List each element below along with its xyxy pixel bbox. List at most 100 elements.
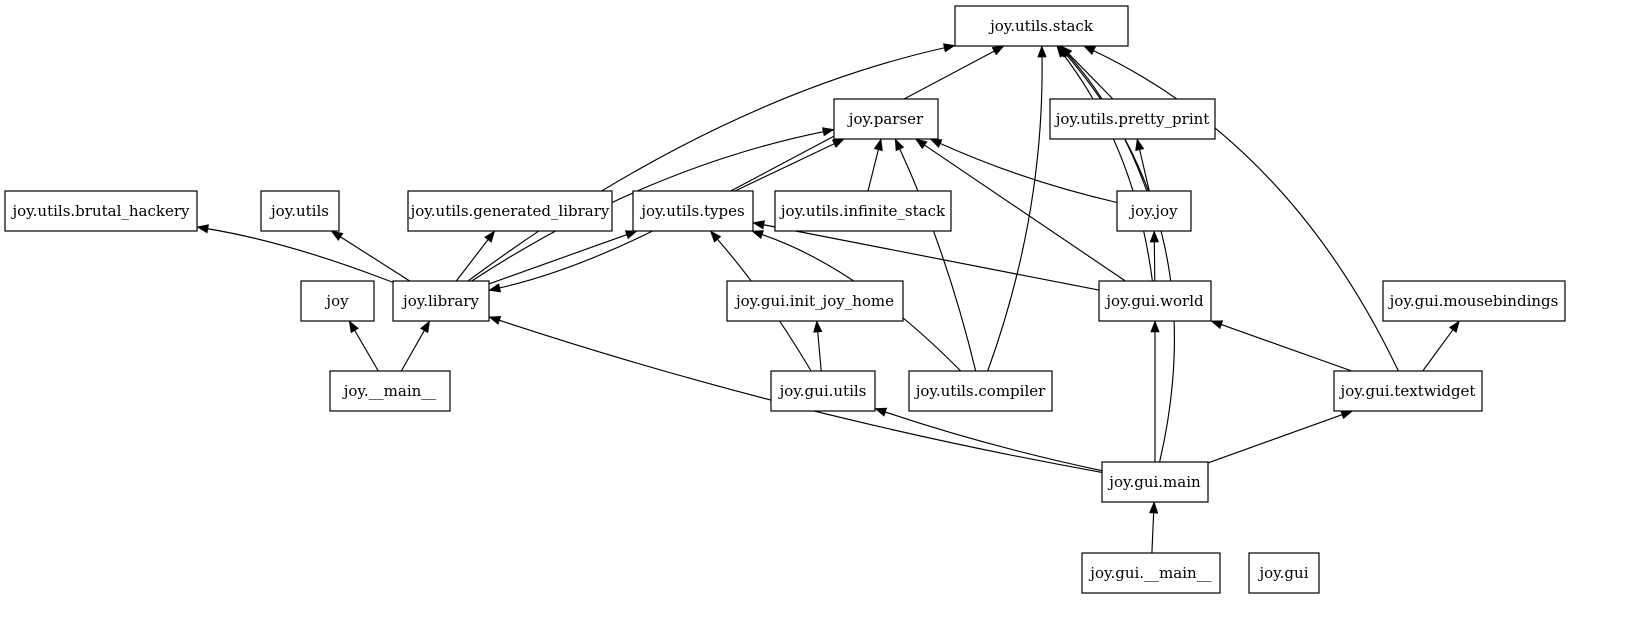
edge-joy-gui-textwidget-to-joy-gui-mousebindings <box>1422 320 1460 372</box>
arrow-head <box>1149 230 1159 243</box>
arrow-head <box>624 230 638 240</box>
node-joy-gui[interactable]: joy.gui <box>1248 552 1320 594</box>
edge-joy-library-to-joy-utils <box>330 230 411 282</box>
edge-joy-gui-world-to-joy-utils-types <box>752 220 1100 291</box>
node-joy-gui-textwidget[interactable]: joy.gui.textwidget <box>1333 370 1483 412</box>
node-label: joy.gui.mousebindings <box>1388 292 1559 310</box>
edge-joy-gui-main-to-joy-gui-world <box>1150 320 1160 463</box>
arrow-head <box>991 45 1005 56</box>
node-box[interactable] <box>1116 190 1192 232</box>
edge-joy-library-to-joy-utils-stack <box>467 43 956 282</box>
node-box[interactable] <box>329 370 451 412</box>
node-joy-utils-types[interactable]: joy.utils.types <box>632 190 754 232</box>
edge-line <box>1151 511 1155 554</box>
arrow-head <box>196 224 209 234</box>
edge-line <box>883 411 1103 472</box>
edge-joy-gui-world-to-joy-utils-stack <box>1056 45 1153 282</box>
node-box[interactable] <box>908 370 1053 412</box>
node-label: joy.__main__ <box>342 382 437 400</box>
node-label: joy.library <box>401 292 479 310</box>
edge-joy-gui-world-to-joy-joy <box>1149 230 1159 282</box>
node-label: joy.parser <box>847 110 924 128</box>
node-label: joy.utils.brutal_hackery <box>11 202 191 220</box>
node-box[interactable] <box>1081 552 1221 594</box>
node-label: joy.gui.utils <box>778 382 867 400</box>
node-joy-utils-compiler[interactable]: joy.utils.compiler <box>908 370 1053 412</box>
node-joy-utils-generated-library[interactable]: joy.utils.generated_library <box>407 190 613 232</box>
arrow-head <box>751 230 765 240</box>
node-label: joy.gui.world <box>1104 292 1204 310</box>
node-label: joy.utils.compiler <box>914 382 1046 400</box>
arrow-head <box>484 230 496 243</box>
arrow-head <box>822 127 835 137</box>
arrow-head <box>831 138 845 149</box>
edge-joy-gui-utils-to-joy-gui-init-joy-home <box>813 320 823 372</box>
node-joy-utils-pretty-print[interactable]: joy.utils.pretty_print <box>1049 98 1216 140</box>
edge-joy-library-to-joy-utils-generated-library <box>455 230 496 282</box>
node-label: joy.utils.generated_library <box>409 202 610 220</box>
node-joy-gui-main[interactable]: joy.gui.main <box>1101 461 1209 503</box>
node-joy[interactable]: joy <box>300 280 375 322</box>
node-box[interactable] <box>1049 98 1216 140</box>
edge-joy-gui-main-to-joy-gui-utils <box>874 407 1103 472</box>
node-box[interactable] <box>407 190 613 232</box>
node-joy-joy[interactable]: joy.joy <box>1116 190 1192 232</box>
node-box[interactable] <box>774 190 952 232</box>
edge-joy-library-to-joy-utils-brutal-hackery <box>196 224 394 283</box>
arrow-head <box>752 220 765 230</box>
edge-line <box>498 230 653 289</box>
arrow-head <box>1148 501 1159 514</box>
arrow-head <box>1340 410 1354 420</box>
node-box[interactable] <box>1098 280 1212 322</box>
node-box[interactable] <box>300 280 375 322</box>
node-joy-gui-main[interactable]: joy.gui.__main__ <box>1081 552 1221 594</box>
node-joy-utils-brutal-hackery[interactable]: joy.utils.brutal_hackery <box>4 190 198 232</box>
node-label: joy.utils <box>269 202 329 220</box>
edge-joy-gui-world-to-joy-parser <box>914 138 1126 282</box>
node-box[interactable] <box>833 98 939 140</box>
node-box[interactable] <box>1101 461 1209 503</box>
node-box[interactable] <box>632 190 754 232</box>
edge-line <box>987 55 1043 372</box>
node-joy-utils[interactable]: joy.utils <box>260 190 340 232</box>
edge-line <box>467 46 946 282</box>
node-joy-utils-infinite-stack[interactable]: joy.utils.infinite_stack <box>774 190 952 232</box>
node-box[interactable] <box>4 190 198 232</box>
node-joy-gui-mousebindings[interactable]: joy.gui.mousebindings <box>1382 280 1566 322</box>
node-box[interactable] <box>260 190 340 232</box>
arrow-head <box>330 230 344 241</box>
edge-line <box>1062 53 1153 282</box>
edge-line <box>471 130 825 282</box>
edge-joy-library-to-joy-parser <box>471 127 835 282</box>
edge-line <box>867 148 880 192</box>
node-box[interactable] <box>954 5 1129 47</box>
edge-joy-joy-to-joy-utils-pretty-print <box>1135 138 1150 192</box>
arrow-head <box>488 283 502 293</box>
node-label: joy.gui.textwidget <box>1339 382 1476 400</box>
edge-line <box>353 328 379 372</box>
node-box[interactable] <box>392 280 490 322</box>
node-box[interactable] <box>1333 370 1483 412</box>
arrow-head <box>348 320 359 334</box>
edge-joy-library-to-joy-utils-types <box>488 230 638 285</box>
edge-line <box>898 147 977 372</box>
edge-joy-main-to-joy-library <box>400 320 431 372</box>
arrow-head <box>929 138 943 148</box>
node-joy-gui-utils[interactable]: joy.gui.utils <box>770 370 876 412</box>
node-joy-parser[interactable]: joy.parser <box>833 98 939 140</box>
node-box[interactable] <box>1248 552 1320 594</box>
node-joy-utils-stack[interactable]: joy.utils.stack <box>954 5 1129 47</box>
node-joy-gui-world[interactable]: joy.gui.world <box>1098 280 1212 322</box>
node-box[interactable] <box>726 280 904 322</box>
node-layer: joy.utils.stack joy.parser joy.utils.prett… <box>4 5 1566 594</box>
node-joy-gui-init-joy-home[interactable]: joy.gui.init_joy_home <box>726 280 904 322</box>
node-box[interactable] <box>1382 280 1566 322</box>
edge-joy-gui-main-to-joy-gui-textwidget <box>1207 410 1354 464</box>
node-joy-main[interactable]: joy.__main__ <box>329 370 451 412</box>
edge-joy-utils-types-to-joy-parser <box>734 138 845 192</box>
edge-line <box>1067 52 1114 100</box>
edge-line <box>1422 328 1455 372</box>
node-joy-library[interactable]: joy.library <box>392 280 490 322</box>
node-box[interactable] <box>770 370 876 412</box>
